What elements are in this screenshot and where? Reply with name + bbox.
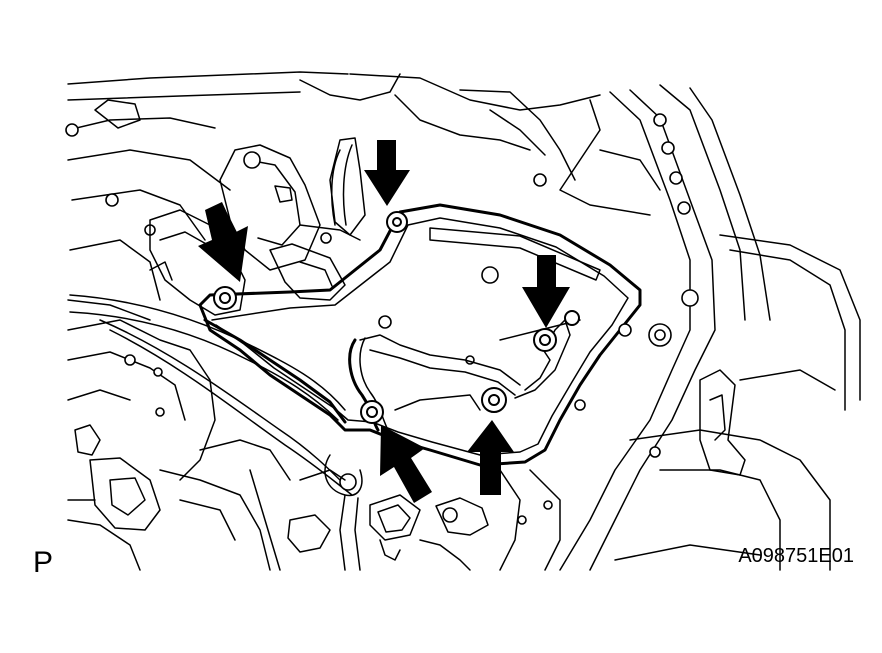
view-label: P [33,546,54,579]
oil-pan-cover [198,203,642,467]
arrow-down-icon [364,140,410,206]
bolt-2-inner [392,217,402,227]
figure-code: A098751E01 [738,545,854,567]
engine-block-left [149,137,366,424]
frame-member [559,84,861,571]
sensor-connector [287,469,561,571]
arrow-up-icon [380,425,432,503]
arrow-down-icon [522,255,570,328]
bolt-4-inner [366,406,378,418]
callout-arrows [198,140,570,503]
hoses-and-pipes [69,144,580,571]
lower-left-assembly [67,299,291,571]
mounting-bolts [213,211,557,424]
bolt-1-inner [219,292,231,304]
bolt-3-inner [539,334,551,346]
bolt-5-inner [488,394,500,406]
engine-bay-outline [65,71,661,301]
arrow-down-icon [198,202,248,282]
arrow-up-icon [467,420,514,495]
